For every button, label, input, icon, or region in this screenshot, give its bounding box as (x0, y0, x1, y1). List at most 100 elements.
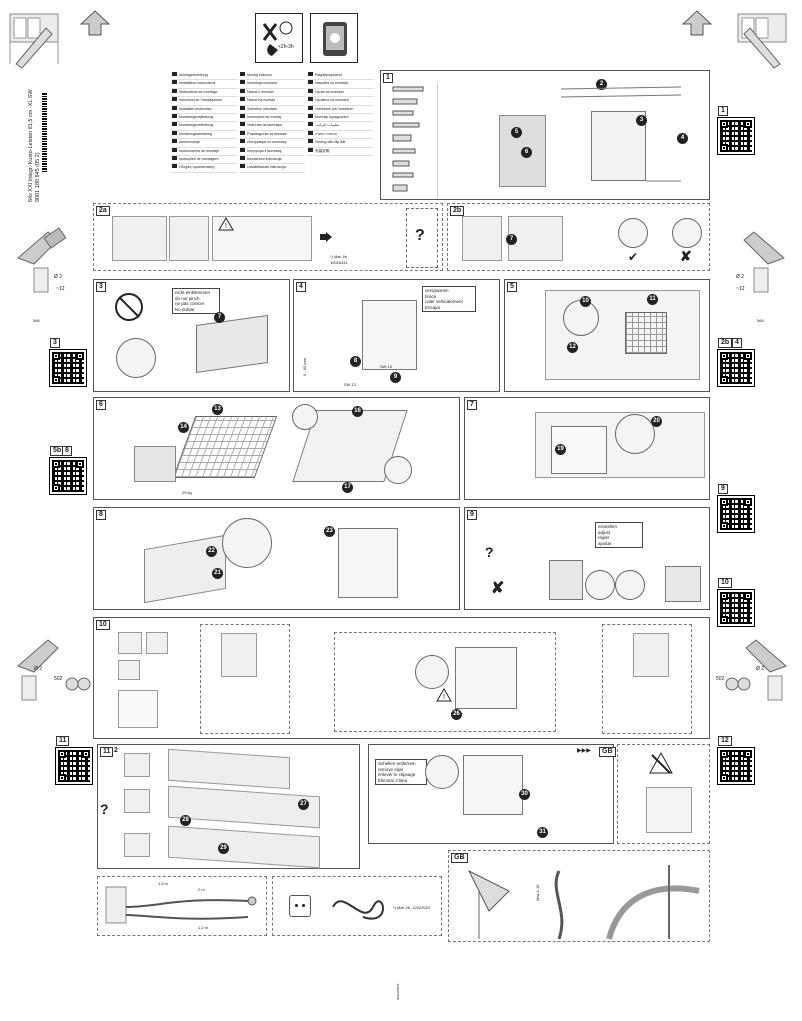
qr-code-12[interactable] (717, 747, 755, 785)
language-item: Asennusohje (172, 139, 237, 148)
language-item: Návod na montáž (240, 97, 305, 106)
language-label: Návod na montáž (247, 98, 276, 103)
language-label: Інструкція з монтажу (247, 148, 282, 153)
language-item: Instruções de montagem (172, 156, 237, 165)
cabinet-niche-a (112, 216, 167, 261)
detail-circle-6b (384, 456, 412, 484)
weight-label: 25 kg (182, 490, 192, 495)
option-a (124, 753, 150, 777)
language-flag-icon (308, 88, 313, 93)
qr-code-9[interactable] (717, 495, 755, 533)
language-flag-icon (172, 80, 177, 85)
callout-26: 26 (451, 709, 462, 720)
product-code-vertical: 64x XXI Integr. Kusto-Leisten 81,5 cm -X… (28, 72, 48, 202)
question-mark-icon-11: ? (100, 801, 109, 817)
language-flag-icon (172, 72, 177, 76)
qr-code-4[interactable] (717, 349, 755, 387)
cabinet-10d (118, 690, 158, 728)
step-1-lines (560, 86, 682, 182)
cabinet-10c (118, 660, 140, 680)
callout-7-step3: 7 (214, 312, 225, 323)
step-number: 6 (96, 400, 106, 410)
language-item: Ръководство за монтаж (240, 130, 305, 140)
step-1-panel: 1 2 3 4 5 6 (380, 70, 710, 200)
dim-502-left: 502 (54, 676, 63, 682)
language-item: Instructions de montage (172, 88, 237, 98)
callout-16: 16 (352, 406, 363, 417)
hose-length-3: 1,2 m (198, 925, 209, 930)
cabinet-12 (646, 787, 692, 833)
cabinet-10a (118, 632, 142, 654)
language-item: Montageanleitung (172, 72, 237, 81)
language-label: Navodila za montažo (315, 81, 349, 86)
qr-code-11[interactable] (55, 747, 93, 785)
language-flag-icon (172, 122, 177, 127)
language-flag-icon (308, 114, 313, 119)
dishwasher-10 (455, 647, 517, 709)
cabinet-2b-b (508, 216, 563, 261)
question-mark-icon: ? (415, 227, 425, 244)
qr-code-1[interactable] (717, 117, 755, 155)
language-label: Упатство за монтажа (247, 123, 283, 128)
language-flag-icon (240, 164, 245, 169)
language-label: Uzstādīšanas instrukcija (247, 165, 286, 170)
callout-line: Eliminar Clima (378, 777, 408, 783)
callout-17: 17 (342, 482, 353, 493)
mat-no-label: *) Mat.-Nr. (330, 254, 349, 259)
drill-icon-left-mid: Ø 2 502 (12, 636, 92, 706)
dim-12: ~12 (56, 286, 65, 292)
warning-icon-10: ! (436, 688, 452, 702)
dim-d2: Ø 2 (54, 274, 63, 280)
callout-line: remove clips (378, 766, 404, 772)
qr-code-5b[interactable] (49, 457, 87, 495)
mat-no-value: 10016441 (330, 260, 348, 265)
step-number: 9 (467, 510, 477, 520)
qr-code-10[interactable] (717, 589, 755, 627)
step-12-panel: Schellen entfernen remove clips enlever … (368, 744, 616, 844)
callout-27: 27 (298, 799, 309, 810)
language-flag-icon (240, 147, 245, 152)
qr-code-3[interactable] (49, 349, 87, 387)
hose-length-1: 1,5 m (158, 881, 169, 886)
step-gb-label: GB (599, 747, 616, 757)
language-label: Uputstvo za montažu (315, 98, 349, 103)
step-number: 7 (467, 400, 477, 410)
language-label: Instrukcja montażu (247, 81, 278, 86)
cross-icon-9: ✘ (491, 580, 505, 597)
language-label: Szerelési útmutató (247, 106, 277, 111)
step-number: 5 (507, 282, 517, 292)
cabinet-10b (146, 632, 168, 654)
language-label: Инструкция по монтажу (247, 140, 287, 145)
language-flag-icon (240, 156, 245, 161)
gb-diagram (467, 865, 700, 940)
drill-icon-left-top: Ø 2 ~12 (12, 227, 72, 298)
language-item: Montaj kılavuzu (240, 72, 305, 81)
language-label: Monteringsvejledning (179, 115, 213, 120)
step-12-right-detail (617, 744, 710, 844)
qr-label-11: 11 (56, 736, 70, 746)
language-label: Asennusohje (179, 140, 200, 145)
callout-6: 6 (521, 147, 532, 158)
callout-line: verspannen (425, 288, 449, 293)
language-flag-icon (172, 88, 177, 93)
dishwasher-open (338, 528, 398, 598)
callout-3: 3 (636, 115, 647, 126)
language-label: Montageanleitung (179, 73, 208, 77)
brace-callout: verspannen brace caler verticalement Enc… (422, 286, 476, 312)
qr-label-10: 10 (718, 578, 732, 588)
question-mark-icon-9: ? (485, 544, 494, 560)
language-label: Installatie-instructies (179, 106, 212, 111)
dishwasher-9b (665, 566, 701, 602)
chevrons-icon: ▶▶▶ (577, 748, 591, 754)
language-item: Hướng dẫn lắp đặt (308, 139, 373, 148)
callout-7: 7 (506, 234, 517, 245)
smartphone-box (310, 13, 358, 63)
qr-label-8: 8 (62, 446, 72, 456)
language-item: Szerelési útmutató (240, 105, 305, 115)
parts-list (387, 83, 438, 198)
gb-label: GB (451, 853, 468, 863)
detail-cabinet-r (633, 633, 669, 677)
step-10-detail-left (200, 624, 290, 734)
step-number: 8 (96, 510, 106, 520)
